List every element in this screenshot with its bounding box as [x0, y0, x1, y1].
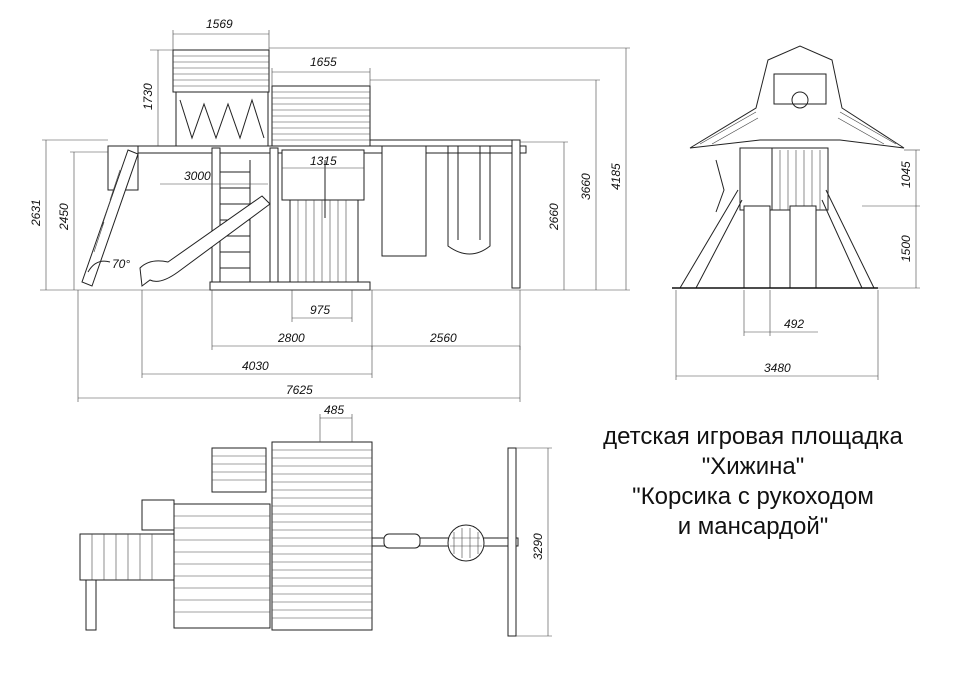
dim-base-4030: 4030: [242, 359, 269, 373]
top-view: [79, 441, 519, 637]
title-line-4: и мансардой": [677, 513, 829, 540]
title-line-1: детская игровая площадка: [603, 423, 903, 450]
dim-base-2800: 2800: [277, 331, 305, 345]
dim-crossbar: 3000: [184, 169, 211, 183]
dim-total-height: 4185: [609, 163, 623, 190]
side-dimension-lines: [675, 149, 920, 380]
dim-height-2660: 2660: [547, 203, 561, 231]
title-line-2: "Хижина": [701, 453, 805, 480]
dim-height-2450: 2450: [57, 203, 71, 231]
dim-total-length: 7625: [286, 383, 313, 397]
dim-base-2560: 2560: [429, 331, 457, 345]
dim-upper-roof-width: 1655: [310, 55, 337, 69]
top-dimension-lines: [319, 414, 552, 637]
dim-roof-height: 1730: [141, 83, 155, 110]
front-dimension-lines: [40, 30, 630, 402]
dim-step-975: 975: [310, 303, 330, 317]
dim-side-width: 3480: [764, 361, 791, 375]
side-view: [672, 45, 905, 289]
dim-side-1045: 1045: [899, 161, 913, 188]
dim-side-1500: 1500: [899, 235, 913, 262]
dim-height-2631: 2631: [29, 199, 43, 227]
dim-tower-width: 1315: [310, 154, 337, 168]
title-line-3: "Корсика с рукоходом: [632, 483, 874, 510]
dim-side-492: 492: [784, 317, 804, 331]
drawing-title: детская игровая площадка "Хижина" "Корси…: [548, 422, 958, 542]
dimension-labels: 1569 1655 1730 4185 3660 2660 2631 2450 …: [29, 17, 913, 560]
front-view: [81, 49, 527, 291]
dim-height-3660: 3660: [579, 173, 593, 200]
dim-top-3290: 3290: [531, 533, 545, 560]
dim-top-485: 485: [324, 403, 344, 417]
dim-slide-angle: 70°: [112, 257, 130, 271]
dim-roof-width: 1569: [206, 17, 233, 31]
